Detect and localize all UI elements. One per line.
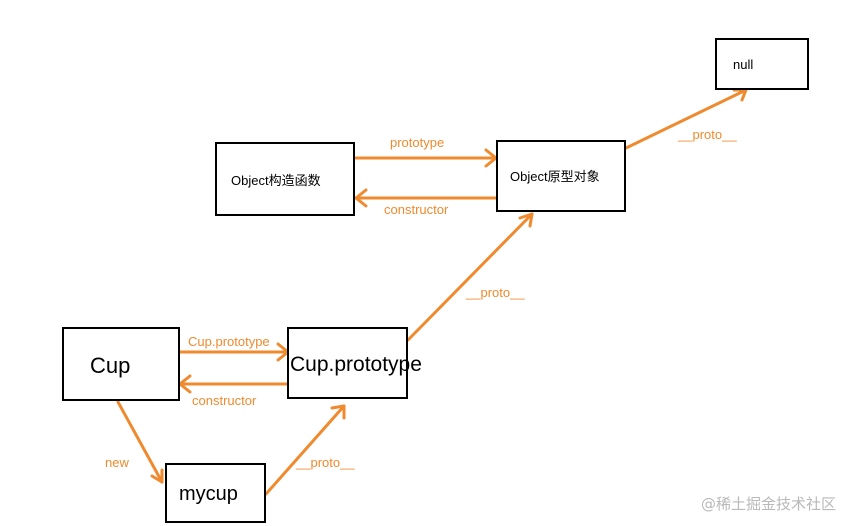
arrow-new — [116, 400, 164, 484]
cup-node: Cup — [62, 327, 180, 401]
watermark: @稀土掘金技术社区 — [700, 495, 836, 513]
cup-prototype-node: Cup.prototype — [287, 327, 422, 399]
edge-label-proto-mycup: __proto__ — [296, 455, 355, 470]
object-constructor-label: Object构造函数 — [231, 173, 321, 188]
arrow-constructor-bottom — [178, 374, 290, 394]
arrow-proto-object — [406, 212, 534, 342]
arrow-proto-null — [624, 88, 748, 150]
cup-prototype-label: Cup.prototype — [290, 353, 422, 376]
object-constructor-node: Object构造函数 — [215, 142, 355, 216]
arrow-proto-mycup — [264, 404, 346, 496]
edge-label-prototype: prototype — [390, 135, 445, 150]
null-node: null — [715, 38, 809, 90]
mycup-label: mycup — [179, 483, 238, 505]
arrow-constructor-top — [354, 188, 498, 208]
edge-label-proto-object: __proto__ — [466, 285, 525, 300]
object-prototype-label: Object原型对象 — [510, 169, 600, 184]
edge-label-proto-null: __proto__ — [678, 127, 737, 142]
edge-label-cup-prototype: Cup.prototype — [188, 334, 270, 349]
edge-label-new: new — [105, 455, 129, 470]
edge-label-constructor-top: constructor — [384, 202, 449, 217]
edge-label-constructor-bottom: constructor — [192, 393, 257, 408]
null-label: null — [733, 57, 754, 72]
object-prototype-node: Object原型对象 — [496, 140, 626, 212]
cup-label: Cup — [90, 353, 131, 378]
arrow-prototype — [354, 148, 498, 168]
mycup-node: mycup — [165, 463, 266, 523]
